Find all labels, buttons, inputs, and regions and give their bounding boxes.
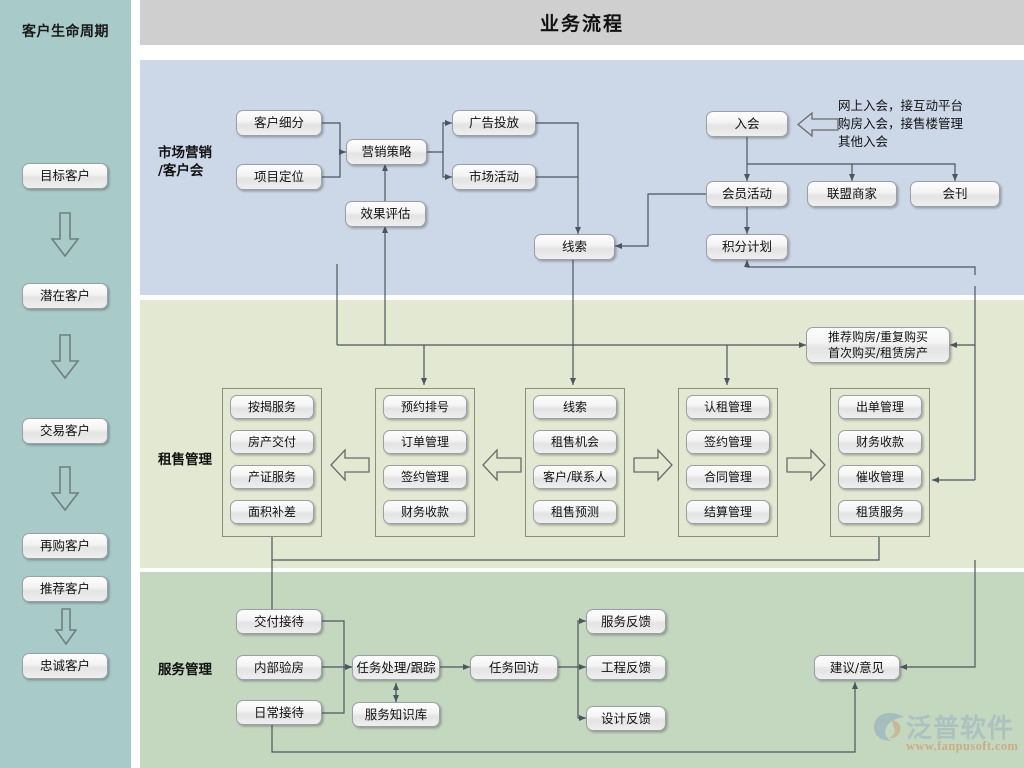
sidebar: 客户生命周期 目标客户 潜在客户 交易客户 再购客户 推荐客户 忠诚客户	[0, 0, 131, 768]
node-marketing-strategy[interactable]: 营销策略	[346, 139, 427, 165]
node-service-knowledge-base[interactable]: 服务知识库	[352, 702, 440, 727]
node-task-revisit[interactable]: 任务回访	[470, 655, 558, 680]
node-finance-collection-5[interactable]: 财务收款	[838, 430, 922, 454]
node-daily-reception[interactable]: 日常接待	[236, 700, 322, 725]
node-customer-contact[interactable]: 客户/联系人	[533, 465, 617, 489]
node-lead-marketing[interactable]: 线索	[534, 234, 615, 260]
node-member-activity[interactable]: 会员活动	[706, 181, 788, 207]
node-contract-management[interactable]: 合同管理	[686, 465, 770, 489]
left-arrow-icon-group1	[330, 448, 370, 482]
node-lead-rental[interactable]: 线索	[533, 395, 617, 419]
node-service-feedback[interactable]: 服务反馈	[586, 609, 666, 634]
lifecycle-item-referral[interactable]: 推荐客户	[22, 576, 108, 602]
lifecycle-item-potential[interactable]: 潜在客户	[22, 283, 108, 309]
node-settlement-management[interactable]: 结算管理	[686, 500, 770, 524]
rental-group-1	[222, 388, 322, 537]
node-issue-management[interactable]: 出单管理	[838, 395, 922, 419]
header-bar: 业务流程	[140, 0, 1024, 45]
sidebar-title: 客户生命周期	[22, 24, 109, 40]
node-rental-forecast[interactable]: 租售预测	[533, 500, 617, 524]
node-delivery-reception[interactable]: 交付接待	[236, 609, 322, 634]
node-title-certificate-service[interactable]: 产证服务	[230, 465, 314, 489]
node-order-management[interactable]: 订单管理	[383, 430, 467, 454]
rental-group-5	[830, 388, 930, 537]
down-arrow-icon-4	[54, 608, 78, 646]
node-engineering-feedback[interactable]: 工程反馈	[586, 655, 666, 680]
watermark-logo: 泛普软件 www.fanpusoft.com	[872, 708, 1022, 764]
left-arrow-icon-group2	[482, 448, 522, 482]
node-ad-placement[interactable]: 广告投放	[452, 110, 536, 136]
down-arrow-icon-2	[50, 334, 80, 380]
node-project-positioning[interactable]: 项目定位	[236, 164, 322, 190]
node-internal-inspection[interactable]: 内部验房	[236, 655, 322, 680]
node-alliance-merchant[interactable]: 联盟商家	[807, 181, 897, 207]
logo-url: www.fanpusoft.com	[906, 739, 1019, 753]
section-label-marketing: 市场营销 /客户会	[158, 145, 212, 179]
down-arrow-icon-3	[50, 466, 80, 512]
membership-note: 网上入会，接互动平台 购房入会，接售楼管理 其他入会	[838, 98, 964, 150]
logo-name: 泛普软件	[906, 714, 1015, 744]
rental-group-4	[678, 388, 778, 537]
left-arrow-icon-membership	[797, 112, 839, 137]
node-property-delivery[interactable]: 房产交付	[230, 430, 314, 454]
fanpu-logo-icon	[874, 713, 904, 741]
node-design-feedback[interactable]: 设计反馈	[586, 706, 666, 731]
node-dunning-management[interactable]: 催收管理	[838, 465, 922, 489]
lifecycle-item-repurchase[interactable]: 再购客户	[22, 533, 108, 559]
section-label-rental: 租售管理	[158, 452, 212, 468]
node-market-activity[interactable]: 市场活动	[452, 164, 536, 190]
right-arrow-icon-group4	[786, 448, 826, 482]
down-arrow-icon-1	[50, 212, 80, 258]
node-suggestion-opinion[interactable]: 建议/意见	[814, 655, 900, 680]
lifecycle-item-target[interactable]: 目标客户	[22, 163, 108, 189]
node-lease-recognition[interactable]: 认租管理	[686, 395, 770, 419]
lifecycle-item-transaction[interactable]: 交易客户	[22, 418, 108, 444]
node-leasing-service[interactable]: 租赁服务	[838, 500, 922, 524]
node-customer-segmentation[interactable]: 客户细分	[236, 110, 322, 136]
node-rental-opportunity[interactable]: 租售机会	[533, 430, 617, 454]
rental-group-3	[525, 388, 625, 537]
rental-group-2	[375, 388, 475, 537]
node-membership-join[interactable]: 入会	[706, 111, 788, 137]
node-recommend-purchase[interactable]: 推荐购房/重复购买 首次购买/租赁房产	[806, 327, 950, 363]
page-title: 业务流程	[539, 13, 624, 35]
node-signing-management-4[interactable]: 签约管理	[686, 430, 770, 454]
node-journal[interactable]: 会刊	[910, 181, 1000, 207]
node-appointment-queue[interactable]: 预约排号	[383, 395, 467, 419]
node-points-plan[interactable]: 积分计划	[706, 234, 788, 260]
node-mortgage-service[interactable]: 按揭服务	[230, 395, 314, 419]
node-area-adjustment[interactable]: 面积补差	[230, 500, 314, 524]
section-label-service: 服务管理	[158, 662, 212, 678]
node-task-processing[interactable]: 任务处理/跟踪	[352, 655, 440, 680]
right-arrow-icon-group3	[633, 448, 673, 482]
node-signing-management-2[interactable]: 签约管理	[383, 465, 467, 489]
node-finance-collection-2[interactable]: 财务收款	[383, 500, 467, 524]
node-effect-evaluation[interactable]: 效果评估	[345, 201, 426, 227]
lifecycle-item-loyal[interactable]: 忠诚客户	[22, 653, 108, 679]
